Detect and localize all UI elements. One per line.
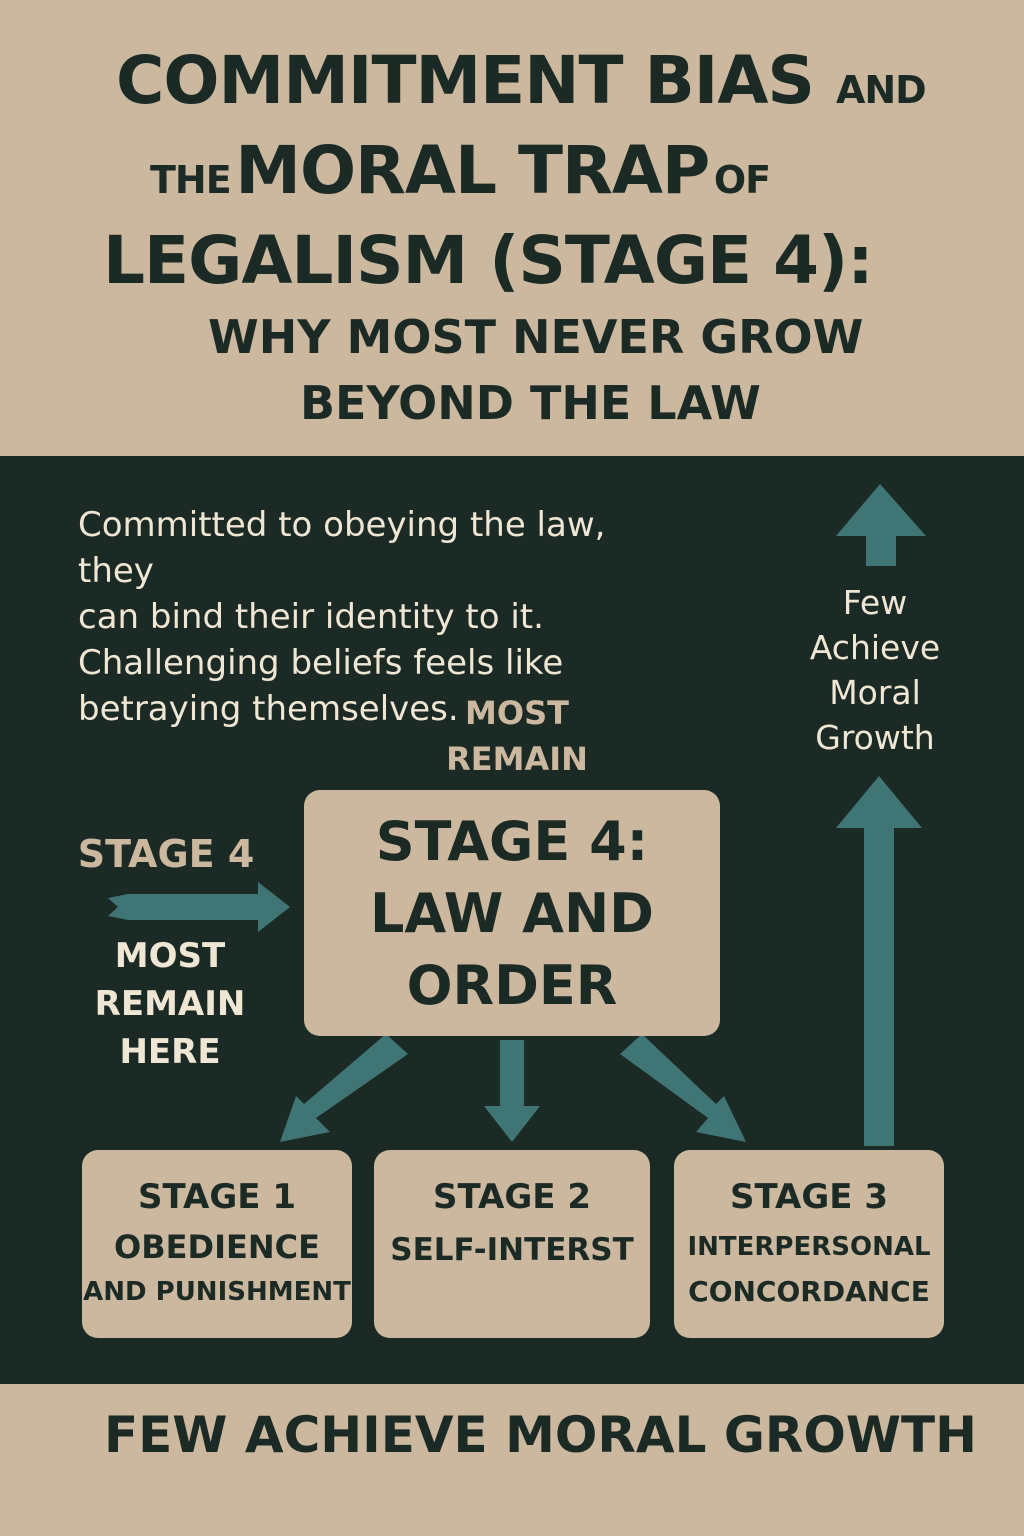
most-remain-here-left: MOST REMAIN HERE (92, 932, 248, 1076)
title-and: AND (835, 68, 927, 112)
stage3-line2: CONCORDANCE (688, 1275, 930, 1308)
most-label-left: MOST (114, 936, 226, 976)
stage3-box: STAGE 3 INTERPERSONAL CONCORDANCE (674, 1150, 944, 1338)
subtitle-line1: WHY MOST NEVER GROW (208, 310, 864, 364)
title-legalism: LEGALISM (STAGE 4): (103, 222, 874, 299)
title-moral-trap: MORAL TRAP (235, 132, 710, 209)
stage1-line1: OBEDIENCE (114, 1228, 320, 1266)
few-achieve-label-right: Few Achieve Moral Growth (800, 580, 950, 760)
growth-label: Growth (815, 718, 935, 757)
stage4-left-label: STAGE 4 (77, 832, 255, 876)
stage1-title: STAGE 1 (138, 1177, 296, 1217)
achieve-label: Achieve (809, 628, 941, 667)
stage2-box: STAGE 2 SELF-INTERST (374, 1150, 650, 1338)
title-the: THE (150, 158, 232, 202)
stage4-law-and-order-box: STAGE 4: LAW AND ORDER (304, 790, 720, 1036)
subtitle-line2: BEYOND THE LAW (300, 376, 761, 430)
stage1-box: STAGE 1 OBEDIENCE AND PUNISHMENT (82, 1150, 352, 1338)
title-line2: THE MORAL TRAP OF (150, 132, 771, 209)
stage3-line1: INTERPERSONAL (687, 1232, 931, 1262)
few-label: Few (842, 583, 908, 622)
center-line1: STAGE 4: (375, 810, 649, 873)
intro-line2: can bind their identity to it. (78, 597, 544, 637)
center-line3: ORDER (406, 954, 618, 1017)
remain-label-left: REMAIN (94, 984, 246, 1024)
moral-label: Moral (829, 673, 921, 712)
here-label-left: HERE (119, 1032, 221, 1072)
title-line1: COMMITMENT BIAS AND (116, 42, 927, 119)
stage2-title: STAGE 2 (433, 1177, 591, 1217)
intro-text: Committed to obeying the law, they can b… (78, 502, 678, 732)
intro-line3: Challenging beliefs feels like (78, 643, 564, 683)
intro-line4: betraying themselves. (78, 689, 459, 729)
stage1-line2: AND PUNISHMENT (83, 1277, 351, 1307)
stage3-title: STAGE 3 (730, 1177, 888, 1217)
center-line2: LAW AND (370, 882, 654, 945)
most-label-top: MOST (465, 694, 569, 732)
stage2-line1: SELF-INTERST (390, 1232, 634, 1268)
footer-text: FEW ACHIEVE MORAL GROWTH (104, 1406, 977, 1464)
title-of: OF (713, 158, 771, 202)
intro-line1: Committed to obeying the law, they (78, 505, 606, 591)
title-commitment-bias: COMMITMENT BIAS (116, 42, 815, 119)
footer-band (0, 1384, 1024, 1536)
title-banner: COMMITMENT BIAS AND THE MORAL TRAP OF LE… (0, 0, 1024, 456)
